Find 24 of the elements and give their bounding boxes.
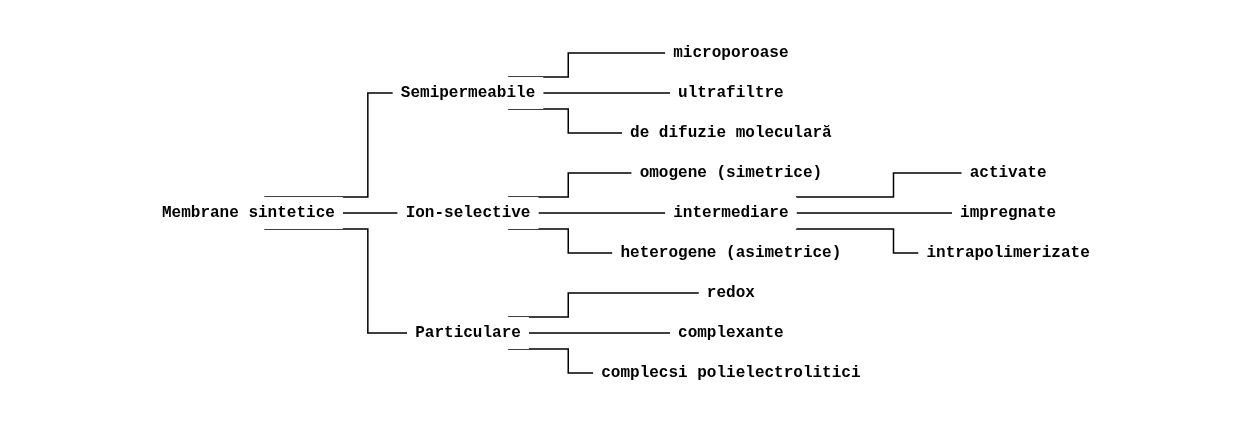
node-text: impregnate (960, 204, 1057, 222)
node-text: heterogene (asimetrice) (620, 244, 842, 262)
node-text: omogene (simetrice) (639, 164, 823, 182)
connector (507, 52, 667, 78)
node-text: ultrafiltre (678, 84, 784, 102)
node-text: intrapolimerizate (926, 244, 1090, 262)
node-text: microporoase (673, 44, 789, 62)
node-text: intermediare (673, 204, 789, 222)
connector (507, 292, 700, 318)
connector (342, 212, 399, 214)
connector (795, 228, 920, 254)
connector (795, 172, 963, 198)
connector (537, 212, 667, 214)
connector (528, 332, 671, 334)
node-text: redox (706, 284, 756, 302)
connector (263, 92, 394, 198)
node-text: de difuzie moleculară (630, 124, 832, 142)
node-text: complecsi polielectrolitici (601, 364, 861, 382)
node-text: activate (969, 164, 1047, 182)
node-text: complexante (678, 324, 784, 342)
connector (542, 92, 671, 94)
connector (507, 172, 633, 198)
node-text: Particulare (415, 324, 521, 342)
connector (795, 212, 953, 214)
